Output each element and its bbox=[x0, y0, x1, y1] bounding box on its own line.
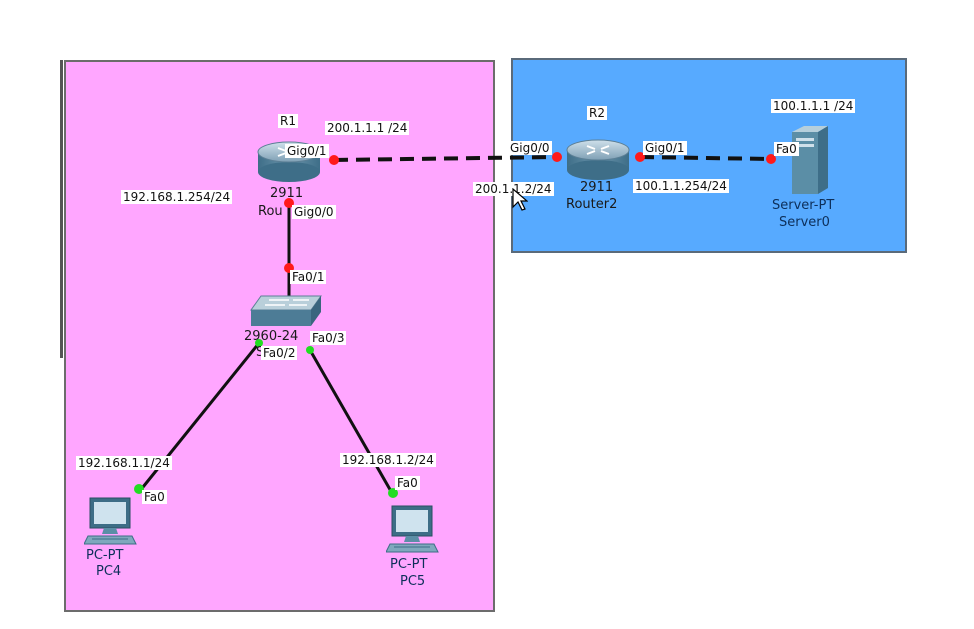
mouse-cursor-icon bbox=[512, 187, 529, 216]
r2-gig00-port-label: Gig0/0 bbox=[508, 141, 552, 155]
switch-icon[interactable] bbox=[249, 294, 323, 330]
pc4-name-label: PC4 bbox=[96, 564, 122, 579]
router-r2-icon[interactable] bbox=[565, 136, 631, 182]
server-type-label: Server-PT bbox=[772, 198, 835, 213]
pc4-ip-label: 192.168.1.1/24 bbox=[76, 456, 172, 470]
pc5-name-label: PC5 bbox=[400, 574, 426, 589]
r1-name-label: Rou bbox=[258, 204, 283, 219]
switch-fa02-port-label: Fa0/2 bbox=[261, 346, 298, 360]
cable-r2-server[interactable] bbox=[639, 155, 772, 161]
pc5-fa0-port-label: Fa0 bbox=[395, 476, 420, 490]
pc5-ip-label: 192.168.1.2/24 bbox=[340, 453, 436, 467]
pc5-icon[interactable] bbox=[385, 504, 440, 554]
switch-fa03-port-label: Fa0/3 bbox=[310, 331, 347, 345]
cable-r1-r2[interactable] bbox=[333, 155, 558, 162]
canvas-edge-bar bbox=[60, 60, 63, 358]
pc4-type-label: PC-PT bbox=[86, 548, 124, 563]
link-dot-r1-gig01 bbox=[329, 155, 339, 165]
r1-model-label: 2911 bbox=[270, 186, 304, 201]
link-dot-server-fa0 bbox=[766, 154, 776, 164]
server-name-label: Server0 bbox=[779, 215, 830, 230]
r2-gig01-ip-label: 100.1.1.254/24 bbox=[633, 179, 729, 193]
link-dot-r2-gig00 bbox=[552, 152, 562, 162]
pc4-icon[interactable] bbox=[83, 496, 138, 546]
switch-name-label: S bbox=[256, 345, 264, 360]
r1-gig01-port-label: Gig0/1 bbox=[285, 144, 329, 158]
pc5-type-label: PC-PT bbox=[390, 557, 428, 572]
link-dot-pc5-fa0 bbox=[388, 488, 398, 498]
switch-model-label: 2960-24 bbox=[244, 329, 299, 344]
switch-fa01-port-label: Fa0/1 bbox=[290, 270, 327, 284]
r1-gig01-ip-label: 200.1.1.1 /24 bbox=[325, 121, 410, 135]
r2-gig01-port-label: Gig0/1 bbox=[643, 141, 687, 155]
cable-switch-pc5[interactable] bbox=[308, 349, 394, 494]
link-dot-sw-fa02 bbox=[255, 339, 263, 347]
link-dot-sw-fa03 bbox=[306, 346, 314, 354]
server-fa0-port-label: Fa0 bbox=[774, 142, 799, 156]
link-dot-r2-gig01 bbox=[635, 152, 645, 162]
pc4-fa0-port-label: Fa0 bbox=[142, 490, 167, 504]
r2-model-label: 2911 bbox=[580, 180, 614, 195]
server-ip-label: 100.1.1.1 /24 bbox=[771, 99, 856, 113]
r1-gig00-ip-label: 192.168.1.254/24 bbox=[121, 190, 233, 204]
r1-gig00-port-label: Gig0/0 bbox=[292, 205, 336, 219]
r1-hostname-label: R1 bbox=[278, 114, 298, 128]
server-icon[interactable] bbox=[788, 124, 832, 196]
r2-hostname-label: R2 bbox=[587, 106, 607, 120]
link-dot-r1-gig00 bbox=[284, 198, 294, 208]
r2-name-label: Router2 bbox=[566, 197, 618, 212]
link-dot-pc4-fa0 bbox=[134, 484, 144, 494]
